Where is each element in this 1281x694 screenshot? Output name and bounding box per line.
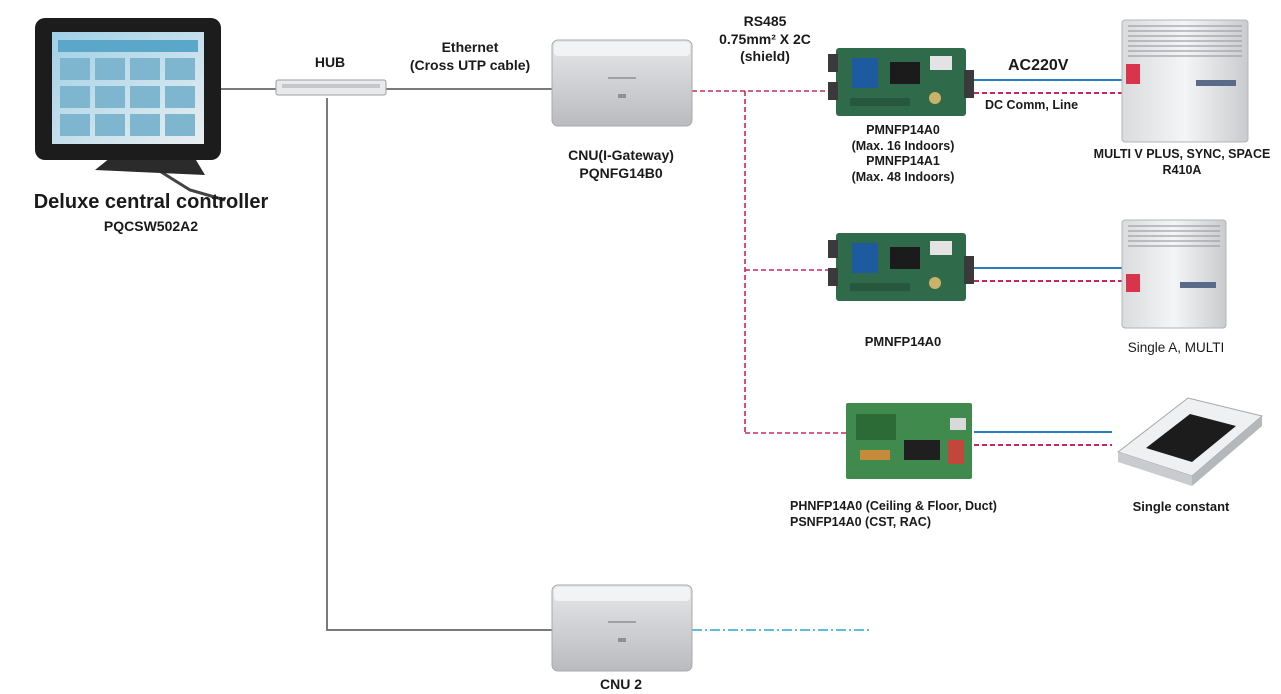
module1-label-line1: PMNFP14A0 [866,123,940,137]
cnu1-label-line2: PQNFG14B0 [579,164,663,181]
outdoor2-label: Single A, MULTI [1127,340,1225,355]
module1-pcb [828,48,974,116]
cnu2-device [551,584,693,672]
module3-label-line1: PHNFP14A0 (Ceiling & Floor, Duct) [790,499,997,513]
outdoor1-label: MULTI V PLUS, SYNC, SPACE R410A [1094,147,1271,178]
outdoor1-label-line1: MULTI V PLUS, SYNC, SPACE [1093,147,1271,161]
cnu2-label: CNU 2 [599,676,643,692]
module3-label: PHNFP14A0 (Ceiling & Floor, Duct) PSNFP1… [790,499,997,530]
outdoor-unit-2 [1121,219,1227,329]
module1-label-line2: (Max. 16 Indoors) [851,138,955,153]
module1-label-line3: PMNFP14A1 [866,154,940,169]
ac-voltage-label: AC220V [1008,57,1069,74]
rs485-wiring [692,90,846,434]
module3-label-line2: PSNFP14A0 (CST, RAC) [790,514,931,529]
power-wiring [966,79,1122,446]
indoor3-label: Single constant [1132,499,1230,514]
module3-pcb [846,403,972,479]
outdoor1-label-line2: R410A [1162,162,1202,177]
module1-label: PMNFP14A0 (Max. 16 Indoors) PMNFP14A1 (M… [852,123,955,186]
rs485-label-line1: RS485 [743,13,787,29]
outdoor-unit-1 [1121,19,1249,143]
module2-pcb [828,233,974,301]
ethernet-wiring [218,88,552,631]
rs485-label: RS485 0.75mm² X 2C (shield) [719,13,811,66]
controller-device [35,18,226,202]
rs485-label-line2: 0.75mm² X 2C [719,30,811,47]
module1-label-line4: (Max. 48 Indoors) [851,169,955,184]
cnu1-device [551,39,693,127]
cnu1-label: CNU(I-Gateway) PQNFG14B0 [568,147,674,182]
cnu1-label-line1: CNU(I-Gateway) [568,147,674,163]
ethernet-label-line2: (Cross UTP cable) [409,56,531,73]
module2-label: PMNFP14A0 [864,334,942,349]
ethernet-label: Ethernet (Cross UTP cable) [410,39,530,74]
ethernet-label-line1: Ethernet [441,39,499,55]
controller-title: Deluxe central controller [33,191,269,213]
ethernet-line-hub-cnu2 [326,98,552,631]
dc-comm-label: DC Comm, Line [985,98,1079,112]
rs485-label-line3: (shield) [740,48,790,64]
controller-model: PQCSW502A2 [103,218,199,234]
hub-device [275,79,387,96]
hub-label: HUB [314,54,346,70]
ceiling-cassette-unit [1116,397,1264,486]
